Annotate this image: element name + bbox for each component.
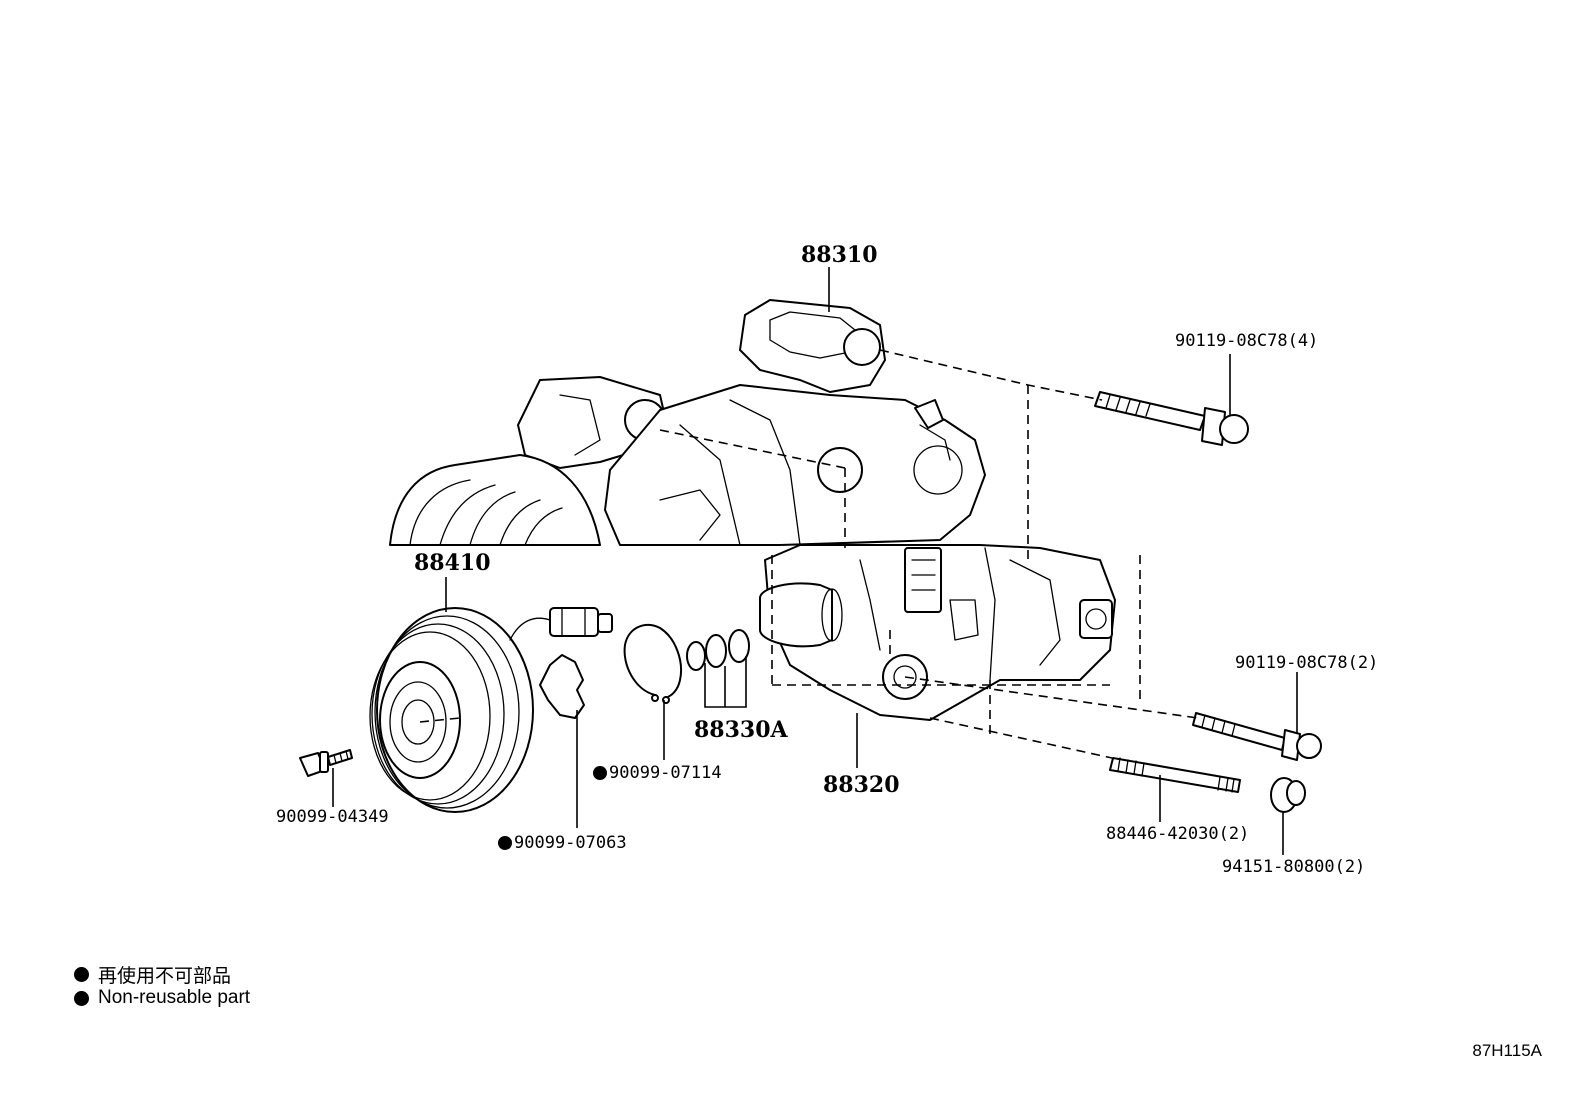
legend-english: Non-reusable part	[74, 987, 250, 1009]
label-88330a[interactable]: 88330A	[694, 717, 789, 743]
compressor-body[interactable]	[389, 299, 986, 546]
snap-ring[interactable]	[623, 623, 682, 699]
flange-nut[interactable]	[1270, 777, 1306, 813]
legend-japanese: 再使用不可部品	[74, 961, 231, 988]
label-88446-42030-2[interactable]: 88446-42030(2)	[1106, 824, 1249, 844]
label-90119-08c78-4[interactable]: 90119-08C78(4)	[1175, 331, 1318, 351]
magnetic-clutch[interactable]	[369, 607, 613, 813]
label-88310[interactable]: 88310	[801, 242, 878, 268]
o-rings[interactable]	[686, 629, 750, 671]
label-90099-04349[interactable]: 90099-04349	[276, 807, 389, 827]
non-reusable-marker-shim	[498, 836, 512, 850]
legend-japanese-text: 再使用不可部品	[98, 966, 232, 987]
label-88410[interactable]: 88410	[414, 550, 491, 576]
label-90099-07063[interactable]: 90099-07063	[514, 833, 627, 853]
assembly-lines	[419, 349, 1199, 759]
leader-lines	[332, 267, 1298, 855]
clutch-bolt[interactable]	[299, 749, 353, 777]
snap-ring-eye-a	[651, 694, 659, 702]
label-94151-80800-2[interactable]: 94151-80800(2)	[1222, 857, 1365, 877]
non-reusable-dot-icon	[74, 990, 89, 1006]
non-reusable-marker-snap-ring	[593, 766, 607, 780]
part-labels: 88310 90119-08C78(4) 88410 90119-08C78(2…	[276, 242, 1378, 877]
stud-bolt[interactable]	[1109, 757, 1241, 793]
legend-english-text: Non-reusable part	[98, 987, 251, 1008]
label-90119-08c78-2[interactable]: 90119-08C78(2)	[1235, 653, 1378, 673]
rear-housing[interactable]	[759, 544, 1116, 721]
non-reusable-dot-icon	[74, 967, 89, 982]
figure-code: 87H115A	[1472, 1041, 1542, 1060]
mount-bolt-upper[interactable]	[1094, 391, 1249, 446]
label-90099-07114[interactable]: 90099-07114	[609, 763, 722, 783]
mount-bolt-middle[interactable]	[1192, 712, 1322, 761]
label-88320[interactable]: 88320	[823, 772, 900, 798]
shim[interactable]	[539, 654, 585, 719]
